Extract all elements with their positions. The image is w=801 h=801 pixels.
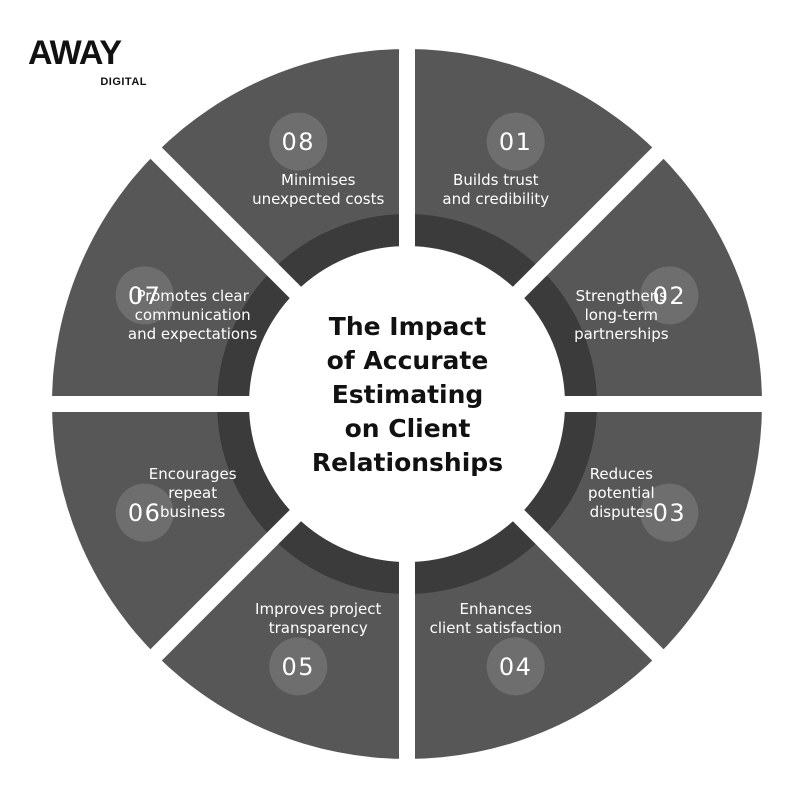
segment-number: 02 [653, 282, 687, 310]
segment-number: 03 [653, 499, 687, 527]
segment-label-line: Enhances [460, 600, 533, 618]
segment-label-line: Strengthens [576, 287, 668, 305]
segment-label-line: Minimises [281, 171, 356, 189]
logo-brand: AWAY [28, 34, 122, 72]
number-badge [640, 483, 699, 542]
title-line: The Impact [328, 312, 487, 341]
title-line: on Client [344, 414, 471, 443]
segment-label-line: Encourages [149, 465, 237, 483]
number-badge [640, 266, 699, 325]
segment-label-line: and expectations [128, 325, 258, 343]
segment-label-line: long-term [585, 306, 658, 324]
center-circle [249, 246, 565, 562]
segment-label-line: partnerships [574, 325, 669, 343]
number-badge [269, 112, 328, 171]
number-badge [115, 266, 174, 325]
segment-label-line: business [160, 503, 226, 521]
number-badge [269, 637, 328, 696]
segment-label-line: repeat [168, 484, 217, 502]
title-line: Estimating [331, 380, 484, 409]
number-badge [486, 637, 545, 696]
segment-label-line: Builds trust [453, 171, 539, 189]
number-badge [115, 483, 174, 542]
segment-label-line: Promotes clear [137, 287, 250, 305]
segment-label-line: disputes [590, 503, 654, 521]
segment-number: 07 [128, 282, 162, 310]
away-digital-logo: AWAY DIGITAL [28, 36, 153, 92]
number-badge [486, 112, 545, 171]
segment-label-line: Improves project [255, 600, 381, 618]
logo-sub: DIGITAL [100, 76, 147, 88]
segment-number: 04 [499, 653, 533, 681]
segment-number: 08 [282, 128, 316, 156]
segment-number: 05 [282, 653, 316, 681]
segment-label-line: client satisfaction [430, 619, 562, 637]
segment-number: 01 [499, 128, 533, 156]
segment-label-line: and credibility [442, 190, 549, 208]
segment-label-line: transparency [269, 619, 368, 637]
title-line: of Accurate [326, 346, 489, 375]
segment-label-line: Reduces [590, 465, 653, 483]
center-title: The Impact of Accurate Estimating on Cli… [300, 310, 515, 480]
segment-number: 06 [128, 499, 162, 527]
title-line: Relationships [311, 448, 504, 477]
segment-label-line: communication [135, 306, 251, 324]
segment-label-line: potential [588, 484, 655, 502]
segment-label-line: unexpected costs [252, 190, 384, 208]
